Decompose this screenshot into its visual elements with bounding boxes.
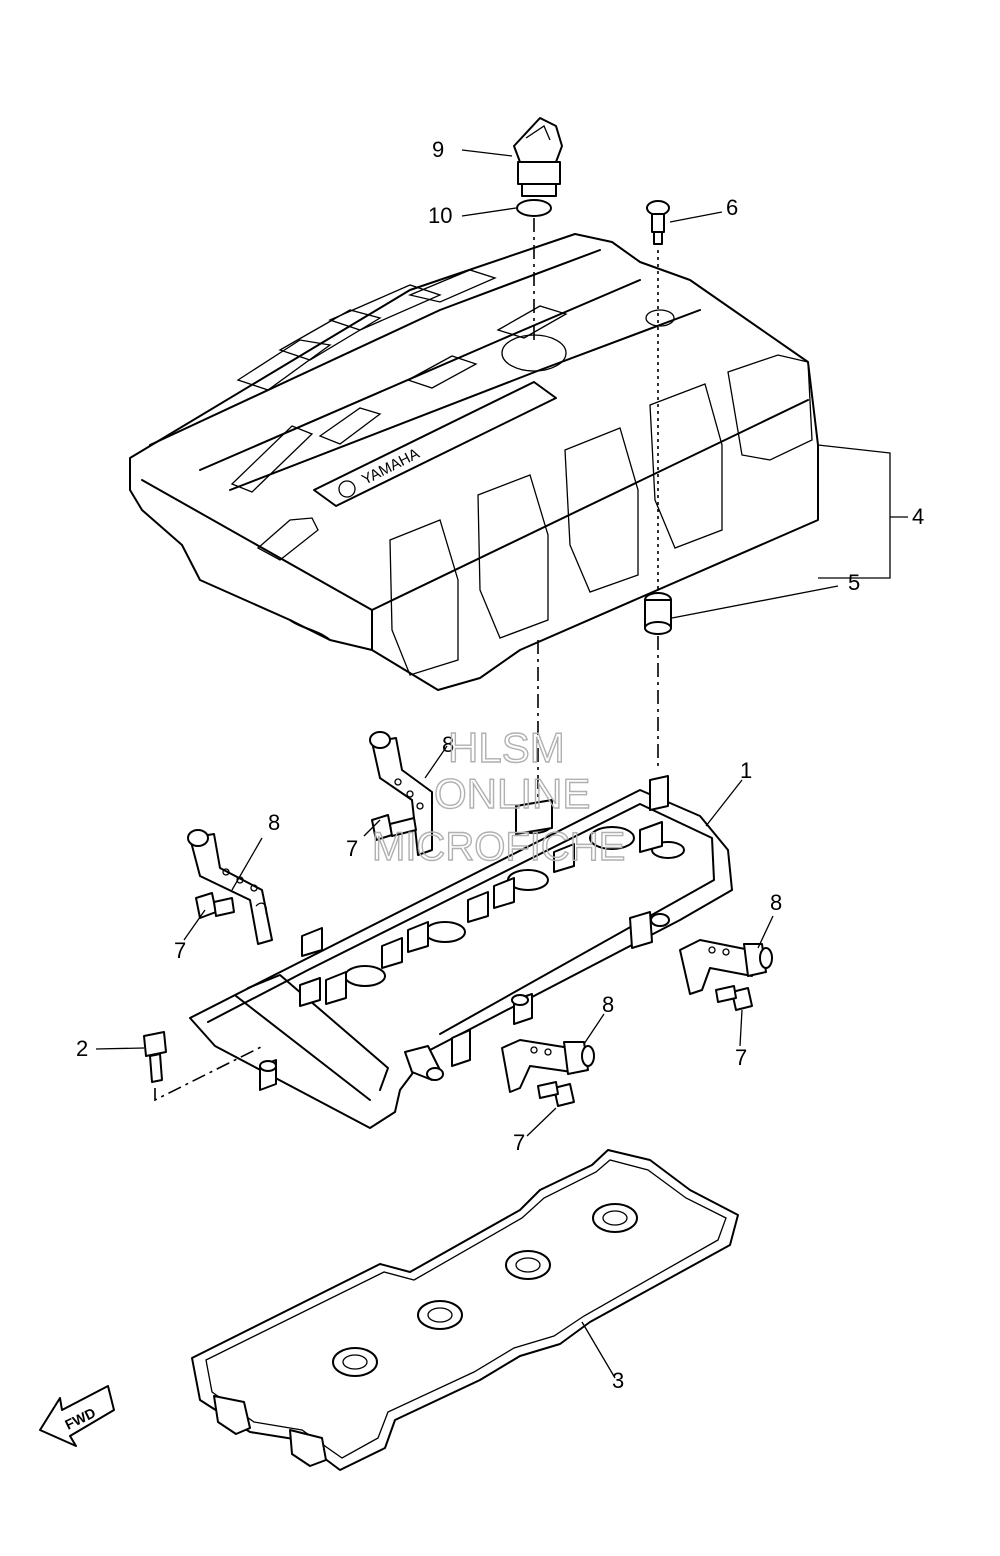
callout-4: 4 bbox=[912, 504, 924, 529]
callout-7-upper: 7 bbox=[346, 836, 358, 861]
o-ring bbox=[516, 199, 552, 217]
callout-2: 2 bbox=[76, 1036, 88, 1061]
bracket-upper bbox=[369, 731, 433, 856]
leader-lines bbox=[95, 149, 908, 1379]
callout-8-right: 8 bbox=[770, 890, 782, 915]
callout-7-lower: 7 bbox=[513, 1130, 525, 1155]
bolt-right bbox=[715, 985, 753, 1011]
engine-top-cover: YAMAHA bbox=[129, 233, 819, 691]
bracket-left bbox=[187, 829, 273, 945]
watermark-line3: MICROFICHE bbox=[372, 825, 625, 869]
callout-8-lower: 8 bbox=[602, 992, 614, 1017]
callout-7-left: 7 bbox=[174, 938, 186, 963]
callout-10: 10 bbox=[428, 203, 452, 228]
head-cover-gasket bbox=[191, 1149, 739, 1471]
callout-8-upper: 8 bbox=[442, 732, 454, 757]
watermark-line2: ONLINE bbox=[434, 770, 590, 817]
screw bbox=[646, 200, 670, 245]
bracket-right bbox=[679, 939, 773, 995]
oil-filler-cap bbox=[513, 117, 563, 197]
callout-1: 1 bbox=[740, 758, 752, 783]
fwd-arrow: FWD bbox=[39, 1385, 115, 1447]
bolt-upper bbox=[371, 814, 417, 841]
cylinder-head-cover bbox=[189, 775, 733, 1129]
grommet bbox=[644, 592, 672, 635]
callout-6: 6 bbox=[726, 195, 738, 220]
bolt-long bbox=[143, 1031, 167, 1083]
watermark-line1: HLSM bbox=[448, 724, 565, 771]
callout-3: 3 bbox=[612, 1368, 624, 1393]
bolt-left bbox=[195, 892, 235, 919]
callout-7-right: 7 bbox=[735, 1045, 747, 1070]
callout-8-left: 8 bbox=[268, 810, 280, 835]
callout-5: 5 bbox=[848, 570, 860, 595]
bolt-lower bbox=[537, 1081, 575, 1107]
bracket-lower bbox=[501, 1039, 595, 1093]
watermark: HLSM ONLINE MICROFICHE bbox=[371, 723, 626, 869]
callout-9: 9 bbox=[432, 137, 444, 162]
